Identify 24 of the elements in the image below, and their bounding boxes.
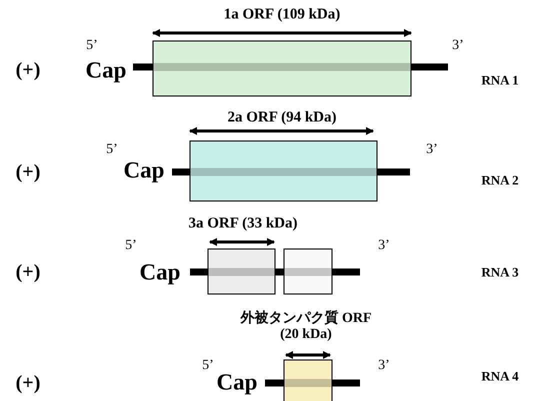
strand-sign: (+)	[16, 60, 40, 80]
strand-sign: (+)	[16, 373, 40, 393]
end-label: 3’	[378, 239, 390, 253]
orf-label: 3a ORF (33 kDa)	[188, 216, 298, 232]
end-label: 3’	[378, 359, 390, 373]
cap-label: Cap	[216, 370, 258, 394]
rna-name: RNA 4	[481, 370, 519, 382]
cap-label: Cap	[86, 58, 126, 82]
end-label: 5’	[86, 39, 98, 53]
strand-sign: (+)	[16, 162, 40, 182]
cap-label: Cap	[140, 260, 180, 284]
end-label: 3’	[426, 143, 438, 157]
orf-label: 外被タンパク質 ORF (20 kDa)	[239, 310, 373, 344]
orf-label: 2a ORF (94 kDa)	[227, 110, 337, 126]
strand-sign: (+)	[16, 262, 40, 282]
end-label: 5’	[202, 359, 214, 373]
rna-name: RNA 3	[481, 266, 519, 278]
cap-label: Cap	[124, 158, 164, 182]
end-label: 5’	[106, 143, 118, 157]
end-label: 3’	[452, 39, 464, 53]
rna-name: RNA 1	[481, 74, 519, 86]
orf-label: 1a ORF (109 kDa)	[224, 8, 340, 22]
end-label: 5’	[125, 239, 137, 253]
rna-name: RNA 2	[481, 174, 519, 186]
